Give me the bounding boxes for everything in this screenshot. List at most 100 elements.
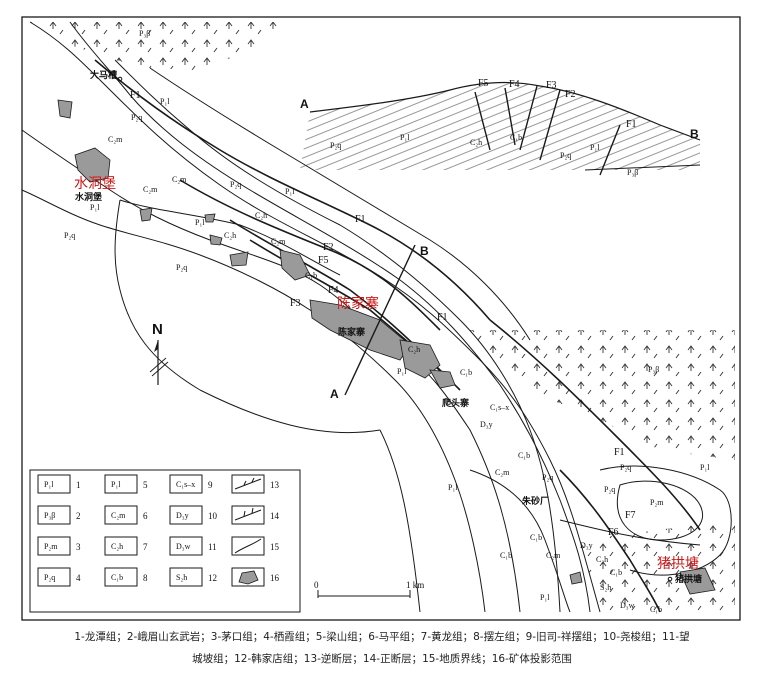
svg-text:P₂q: P₂q <box>604 485 615 494</box>
legend-swatch <box>169 567 203 587</box>
legend-number: 3 <box>76 542 81 552</box>
basalt-region-north <box>30 22 280 70</box>
fault-label-f5: F5 <box>318 255 329 266</box>
svg-text:F2: F2 <box>565 89 576 100</box>
svg-text:P₁l: P₁l <box>540 593 550 602</box>
legend-number: 10 <box>208 511 218 521</box>
svg-text:P₂q: P₂q <box>176 263 187 272</box>
svg-text:C₂m: C₂m <box>143 185 158 194</box>
fault-label-f1-southeast: F1 <box>614 447 625 458</box>
place-label-zhugongtang: 猪拱塘 <box>674 573 702 585</box>
place-label-patouzhai: 爬头寨 <box>441 397 470 409</box>
place-label-damapo: 大马槽 <box>90 69 117 81</box>
legend-item-4: P₂q 4 <box>37 567 81 587</box>
svg-text:C₂m: C₂m <box>172 175 187 184</box>
legend-number: 11 <box>208 542 217 552</box>
svg-text:C₂h: C₂h <box>596 555 608 564</box>
cross-section-inset: A B F5 F4 F3 F2 F1 P₂q P₁l C₂h C₁b P₂q P… <box>300 78 701 177</box>
svg-text:P₂q: P₂q <box>330 141 341 150</box>
legend-number: 1 <box>76 480 81 490</box>
legend-item-13: 13 <box>231 474 280 494</box>
svg-text:1 km: 1 km <box>406 580 424 590</box>
place-marker-zhugongtang <box>667 576 673 582</box>
legend-code: P₂q <box>44 573 55 582</box>
svg-text:N: N <box>152 321 163 338</box>
svg-text:P₂q: P₂q <box>131 113 142 122</box>
svg-text:P₃β: P₃β <box>627 168 638 177</box>
svg-text:P₂q: P₂q <box>620 463 631 472</box>
legend-number: 16 <box>270 573 280 583</box>
svg-text:P₃β: P₃β <box>139 29 150 38</box>
legend-number: 5 <box>143 480 148 490</box>
fault-label-f1-east: F1 <box>437 312 448 323</box>
svg-text:C₁s–x: C₁s–x <box>490 403 509 412</box>
section-label-a: A <box>330 387 339 401</box>
legend-swatch <box>104 505 138 525</box>
caption-line-2: 城坡组；12-韩家店组；13-逆断层；14-正断层；15-地质界线；16-矿体投… <box>192 653 572 665</box>
place-label-chenjiazhai-red: 陈家寨 <box>337 295 379 312</box>
legend-number: 13 <box>270 480 280 490</box>
svg-text:P₁l: P₁l <box>448 483 458 492</box>
svg-text:F3: F3 <box>546 80 557 91</box>
fault-label-f1-mid: F1 <box>355 214 366 225</box>
legend-swatch <box>37 536 71 556</box>
legend-code: P₂m <box>44 542 58 551</box>
legend-number: 15 <box>270 542 280 552</box>
svg-text:P₁l: P₁l <box>90 203 100 212</box>
legend-number: 9 <box>208 480 213 490</box>
legend-item-14: 14 <box>231 505 280 525</box>
basalt-region-east <box>470 330 735 460</box>
place-label-zhugongtang-red: 猪拱塘 <box>657 556 699 572</box>
section-label-b: B <box>420 244 429 258</box>
geologic-boundaries <box>21 21 732 613</box>
figure-caption: 1-龙潭组；2-峨眉山玄武岩；3-茅口组；4-栖霞组；5-梁山组；6-马平组；7… <box>10 626 754 670</box>
orebody-projections <box>57 99 716 595</box>
svg-text:P₁l: P₁l <box>195 218 205 227</box>
place-label-shuidongbao-red: 水洞堡 <box>74 176 116 192</box>
svg-text:P₁l: P₁l <box>700 463 710 472</box>
fault-label-f6: F6 <box>608 527 619 538</box>
svg-text:C₁b: C₁b <box>518 451 530 460</box>
legend-swatch <box>104 536 138 556</box>
legend-symbol <box>234 507 262 521</box>
svg-text:P₁l: P₁l <box>590 143 600 152</box>
scale-bar: 0 1 km <box>314 580 424 598</box>
north-arrow: N <box>149 321 169 385</box>
place-marker-damapo <box>117 76 123 82</box>
svg-text:C₁b: C₁b <box>460 368 472 377</box>
legend-number: 8 <box>143 573 148 583</box>
legend-swatch <box>169 536 203 556</box>
legend-number: 12 <box>208 573 217 583</box>
svg-text:P₁l: P₁l <box>397 367 407 376</box>
svg-text:P₁l: P₁l <box>400 133 410 142</box>
legend-number: 4 <box>76 573 81 583</box>
legend-swatch <box>104 474 138 494</box>
legend-code: P₁l <box>44 480 54 489</box>
svg-text:B: B <box>690 127 699 141</box>
legend-code: C₂m <box>111 511 126 520</box>
svg-text:P₂q: P₂q <box>560 151 571 160</box>
svg-text:C₁b: C₁b <box>500 551 512 560</box>
fault-label-f4: F4 <box>328 285 339 296</box>
legend-item-15: 15 <box>231 536 280 556</box>
place-label-shuidongbao: 水洞堡 <box>75 191 102 203</box>
svg-text:P₂q: P₂q <box>64 231 75 240</box>
svg-text:C₁b: C₁b <box>610 568 622 577</box>
svg-text:C₁b: C₁b <box>510 133 522 142</box>
section-line <box>344 244 416 396</box>
legend-swatch <box>104 567 138 587</box>
legend-swatch <box>169 474 203 494</box>
legend-item-3: P₂m 3 <box>37 536 81 556</box>
unit-labels: P₃β P₂q P₁l C₂m P₁l P₂q C₂m C₂m P₂q P₁l … <box>64 29 710 614</box>
place-label-zhushachang: 朱砂厂 <box>521 495 549 507</box>
legend-number: 2 <box>76 511 81 521</box>
svg-text:C₂m: C₂m <box>495 468 510 477</box>
svg-text:P₃β: P₃β <box>648 365 659 374</box>
